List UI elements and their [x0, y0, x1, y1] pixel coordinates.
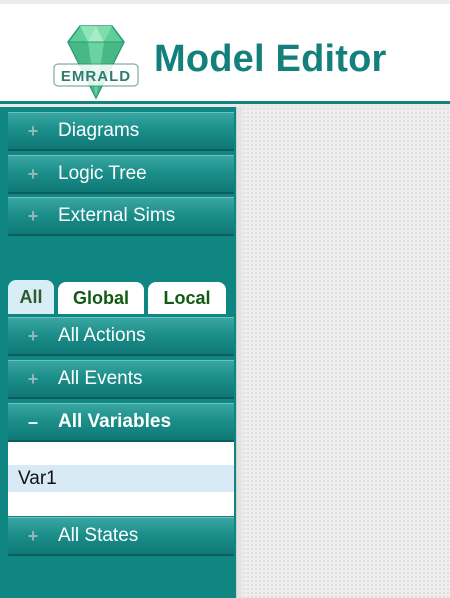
expand-plus-icon: +	[27, 325, 39, 346]
page-title: Model Editor	[154, 38, 387, 80]
section-label: Logic Tree	[58, 163, 147, 184]
panel-resize-handle[interactable]	[236, 107, 242, 598]
left-sidebar: + Diagrams + Logic Tree + External Sims …	[0, 107, 242, 598]
expand-plus-icon: +	[27, 163, 39, 184]
section-diagrams[interactable]: + Diagrams	[8, 112, 234, 151]
tab-local[interactable]: Local	[148, 282, 226, 314]
variables-list: Var1	[8, 442, 234, 516]
expand-plus-icon: +	[27, 525, 39, 546]
list-all-events[interactable]: + All Events	[8, 360, 234, 399]
expand-plus-icon: +	[27, 120, 39, 141]
emrald-logo: EMRALD	[50, 12, 142, 104]
list-all-variables[interactable]: – All Variables	[8, 403, 234, 442]
list-label: All States	[58, 525, 139, 546]
section-label: Diagrams	[58, 120, 140, 141]
section-label: External Sims	[58, 205, 176, 226]
list-all-actions[interactable]: + All Actions	[8, 317, 234, 356]
list-label: All Variables	[58, 411, 172, 432]
scope-tabs: All Global Local	[8, 280, 234, 314]
tab-global[interactable]: Global	[58, 282, 144, 314]
logo-text: EMRALD	[60, 68, 132, 85]
gem-icon	[53, 25, 139, 100]
list-all-states[interactable]: + All States	[8, 517, 234, 556]
collapse-minus-icon: –	[27, 411, 38, 432]
section-logic-tree[interactable]: + Logic Tree	[8, 155, 234, 194]
tab-all[interactable]: All	[8, 280, 54, 314]
list-item-var1[interactable]: Var1	[8, 465, 234, 492]
expand-plus-icon: +	[27, 368, 39, 389]
list-label: All Events	[58, 368, 143, 389]
app-header: EMRALD Model Editor	[0, 0, 450, 104]
list-label: All Actions	[58, 325, 146, 346]
model-canvas[interactable]	[242, 107, 450, 598]
section-external-sims[interactable]: + External Sims	[8, 197, 234, 236]
expand-plus-icon: +	[27, 205, 39, 226]
